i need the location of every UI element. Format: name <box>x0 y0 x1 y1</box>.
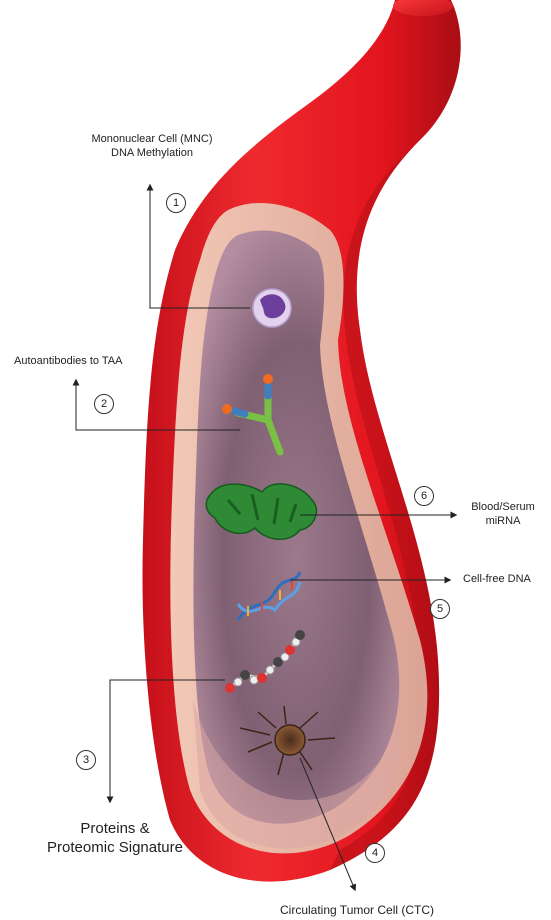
marker-4: 4 <box>365 843 385 863</box>
label-mirna-line2: miRNA <box>468 515 538 529</box>
marker-3: 3 <box>76 750 96 770</box>
label-mirna: Blood/Serum miRNA <box>468 501 538 529</box>
label-ctc: Circulating Tumor Cell (CTC) <box>280 903 434 918</box>
label-proteins: Proteins & Proteomic Signature <box>40 820 190 858</box>
label-proteins-line1: Proteins & <box>40 820 190 839</box>
label-mnc-line1: Mononuclear Cell (MNC) <box>72 133 232 147</box>
mononuclear-cell-icon <box>253 289 291 327</box>
label-mnc: Mononuclear Cell (MNC) DNA Methylation <box>72 133 232 161</box>
marker-5: 5 <box>430 599 450 619</box>
marker-1: 1 <box>166 193 186 213</box>
label-cfdna: Cell-free DNA <box>463 573 531 587</box>
marker-2: 2 <box>94 394 114 414</box>
label-proteins-line2: Proteomic Signature <box>40 839 190 858</box>
marker-6: 6 <box>414 486 434 506</box>
label-autoantibodies: Autoantibodies to TAA <box>14 355 122 369</box>
label-mirna-line1: Blood/Serum <box>468 501 538 515</box>
label-mnc-line2: DNA Methylation <box>72 147 232 161</box>
